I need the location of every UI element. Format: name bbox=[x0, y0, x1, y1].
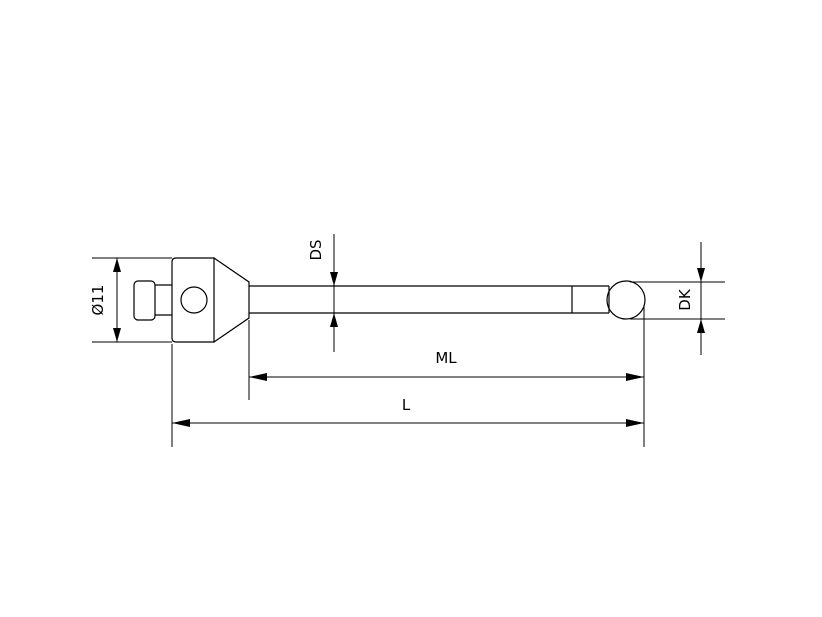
thread-knob bbox=[133, 280, 156, 321]
cross-hole bbox=[180, 286, 208, 314]
probe-ball bbox=[606, 280, 646, 320]
body bbox=[171, 257, 215, 343]
stem-diameter-dimension: DS bbox=[307, 234, 338, 352]
stylus-outline bbox=[133, 257, 646, 343]
ball-diameter-label: DK bbox=[676, 288, 694, 311]
total-length-label: L bbox=[402, 396, 411, 414]
diameter-label: Ø11 bbox=[89, 285, 107, 316]
diameter-dimension: Ø11 bbox=[89, 257, 172, 343]
stem-diameter-label: DS bbox=[307, 239, 325, 260]
cone bbox=[213, 257, 250, 343]
ball-diameter-dimension: DK bbox=[630, 242, 725, 355]
measuring-length-dimension: ML bbox=[249, 349, 644, 381]
measuring-length-label: ML bbox=[435, 349, 457, 367]
total-length-dimension: L bbox=[172, 396, 644, 427]
